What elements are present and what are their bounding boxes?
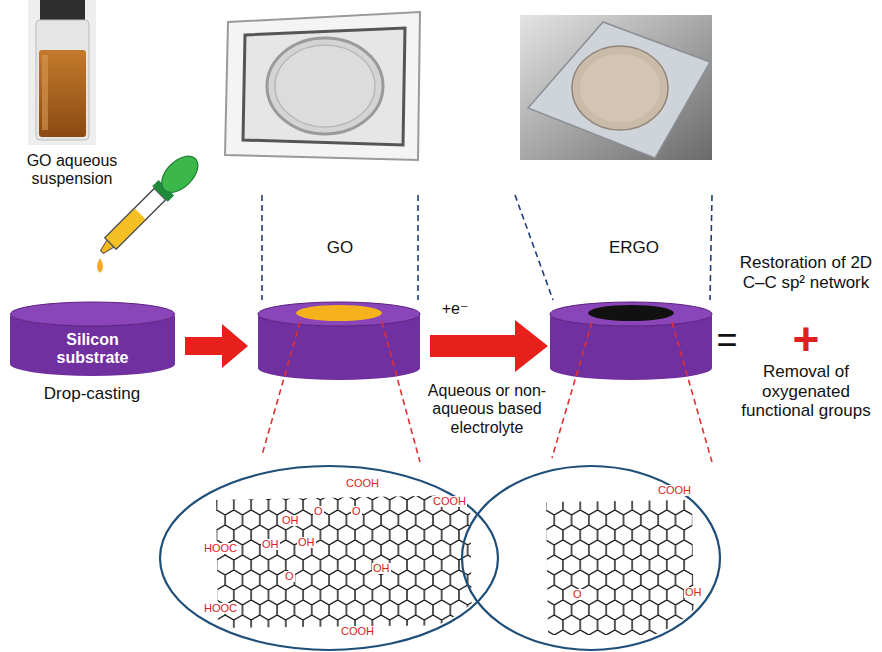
label: ERGO: [594, 238, 674, 258]
label: GO: [310, 238, 370, 258]
substrate-cylinder: [258, 302, 420, 380]
functional-group: HOOC: [203, 543, 238, 554]
label: Restoration of 2D C–C sp² network: [736, 253, 876, 292]
process-arrow: [430, 320, 548, 372]
functional-group: O: [313, 506, 324, 517]
ergo-photo: [520, 15, 712, 160]
vial-photo: [28, 0, 96, 145]
go-photo: [225, 12, 420, 160]
functional-group: COOH: [345, 478, 380, 489]
label: =: [712, 322, 742, 358]
functional-group: COOH: [432, 496, 467, 507]
label: Drop-casting: [27, 384, 157, 404]
label: Aqueous or non-aqueous based electrolyte: [427, 382, 547, 437]
drop: [97, 258, 103, 273]
functional-group: OH: [261, 539, 280, 550]
label: GO aqueous suspension: [12, 152, 132, 189]
go-lattice: [216, 495, 472, 628]
functional-group: OH: [297, 537, 316, 548]
functional-group: OH: [684, 587, 703, 598]
functional-group: O: [284, 571, 295, 582]
zoom-lines: [262, 322, 712, 462]
substrate-cylinder: Silicon substrate: [10, 300, 175, 378]
zoom-ellipse: [462, 466, 720, 650]
label: +: [781, 316, 831, 362]
functional-group: COOH: [657, 485, 692, 496]
label: +e⁻: [430, 300, 480, 318]
zoom-ellipse: [160, 466, 498, 650]
functional-group: OH: [281, 515, 300, 526]
ergo-lattice: [546, 500, 694, 635]
process-arrow: [185, 324, 248, 368]
functional-group: OH: [372, 563, 391, 574]
functional-group: HOOC: [203, 603, 238, 614]
zoom-lines: [262, 195, 712, 300]
functional-group: O: [351, 506, 362, 517]
label: Removal of oxygenated functional groups: [741, 362, 871, 421]
substrate-cylinder: [550, 302, 712, 380]
functional-group: O: [572, 589, 583, 600]
node-text: Silicon substrate: [18, 331, 167, 368]
functional-group: COOH: [340, 626, 375, 637]
